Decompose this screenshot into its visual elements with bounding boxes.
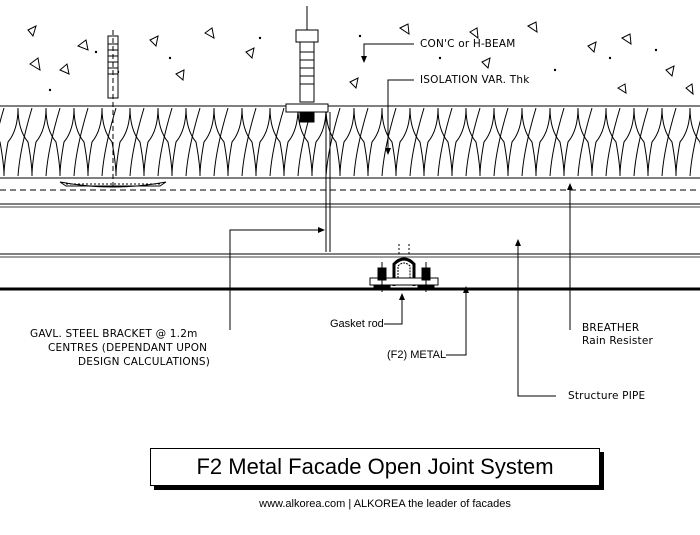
- insulation-loop: [577, 107, 593, 177]
- insulation-loop: [577, 107, 607, 177]
- concrete-hatch: [27, 21, 694, 96]
- label-breather-1: BREATHER: [582, 322, 640, 334]
- insulation-loop: [493, 107, 509, 177]
- isolation-layer: [0, 105, 700, 179]
- insulation-loop: [213, 107, 243, 177]
- label-concrete: CON'C or H-BEAM: [420, 38, 516, 50]
- drawing-title: F2 Metal Facade Open Joint System: [196, 454, 554, 479]
- insulation-loop: [689, 107, 700, 145]
- gasket-joint: [369, 244, 439, 292]
- label-bracket-1: GAVL. STEEL BRACKET @ 1.2m: [30, 328, 198, 340]
- insulation-loop: [185, 107, 215, 177]
- insulation-loop: [17, 107, 33, 177]
- footer-credit: www.alkorea.com | ALKOREA the leader of …: [259, 498, 511, 510]
- insulation-loop: [493, 107, 523, 177]
- insulation-loop: [549, 107, 565, 177]
- label-metal: (F2) METAL: [387, 349, 447, 361]
- insulation-loop: [325, 107, 341, 177]
- leader-lines: [229, 43, 571, 397]
- insulation-loop: [101, 107, 131, 177]
- insulation-loop: [633, 107, 663, 177]
- insulation-loop: [0, 107, 19, 177]
- leader-arrowheads: [318, 56, 573, 300]
- insulation-loop: [157, 107, 187, 177]
- insulation-loop: [129, 107, 159, 177]
- insulation-loop: [381, 107, 397, 177]
- label-isolation: ISOLATION VAR. Thk: [420, 74, 530, 86]
- insulation-loop: [73, 107, 89, 177]
- insulation-loop: [661, 107, 677, 177]
- insulation-loop: [605, 107, 635, 177]
- label-structure: Structure PIPE: [568, 390, 646, 402]
- insulation-loop: [325, 107, 355, 177]
- insulation-loop: [661, 107, 691, 177]
- label-bracket-2: CENTRES (DEPENDANT UPON: [48, 342, 208, 354]
- insulation-loop: [241, 107, 271, 177]
- insulation-loop: [0, 107, 5, 125]
- insulation-loop: [689, 120, 700, 177]
- insulation-loop: [213, 107, 229, 177]
- insulation-loop: [17, 107, 47, 177]
- insulation-loop: [605, 107, 621, 177]
- insulation-loop: [437, 107, 467, 177]
- insulation-loop: [353, 107, 369, 177]
- insulation-loop: [633, 107, 649, 177]
- insulation-loop: [409, 107, 439, 177]
- insulation-loop: [241, 107, 257, 177]
- insulation-loop: [269, 107, 299, 177]
- insulation-loop: [521, 107, 551, 177]
- insulation-loop: [269, 107, 285, 177]
- insulation-loop: [549, 107, 579, 177]
- anchor-bolt-left: [59, 30, 167, 188]
- title-box: F2 Metal Facade Open Joint System: [150, 448, 600, 486]
- insulation-loop: [185, 107, 201, 177]
- insulation-loop: [157, 107, 173, 177]
- label-breather-2: Rain Resister: [582, 335, 654, 347]
- insulation-loop: [353, 107, 383, 177]
- insulation-loop: [297, 107, 327, 177]
- insulation-loop: [437, 107, 453, 177]
- insulation-loop: [73, 107, 103, 177]
- insulation-loop: [381, 107, 411, 177]
- label-bracket-3: DESIGN CALCULATIONS): [78, 356, 211, 368]
- insulation-loop: [45, 107, 61, 177]
- insulation-loop: [465, 107, 481, 177]
- bracket-anchor: [285, 6, 331, 252]
- label-gasket: Gasket rod: [330, 318, 384, 330]
- insulation-loop: [465, 107, 495, 177]
- insulation-loop: [101, 107, 117, 177]
- insulation-loop: [45, 107, 75, 177]
- insulation-loop: [521, 107, 537, 177]
- insulation-loop: [129, 107, 145, 177]
- insulation-loop: [409, 107, 425, 177]
